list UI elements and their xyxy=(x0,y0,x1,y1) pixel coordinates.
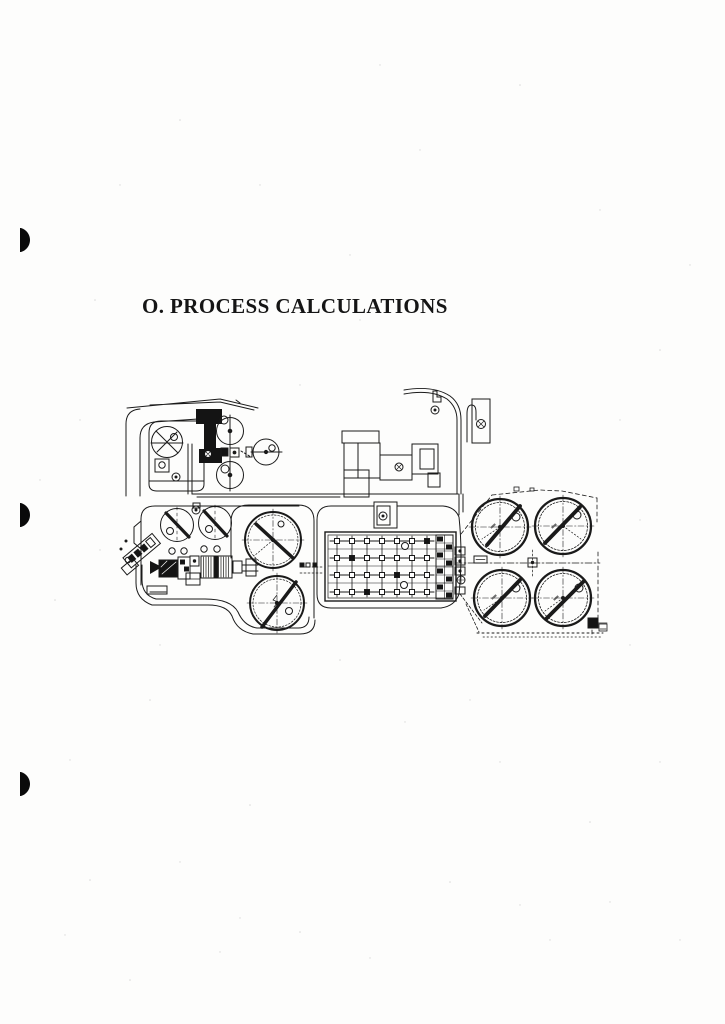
fence-lines xyxy=(459,486,599,633)
outbuilding xyxy=(430,390,491,444)
access-road xyxy=(403,388,477,516)
lower-enclosure-roads xyxy=(133,505,316,635)
section-divider-line xyxy=(191,493,459,498)
headworks-screen xyxy=(119,532,162,576)
speckle-noise xyxy=(39,64,691,981)
digester-tanks xyxy=(216,414,283,492)
fence-tick-lines xyxy=(476,632,604,638)
page-title: O. PROCESS CALCULATIONS xyxy=(142,294,448,318)
primary-clarifiers xyxy=(230,504,315,634)
grit-tanks xyxy=(160,502,232,544)
top-left-tank-group xyxy=(148,420,205,492)
secondary-clarifiers xyxy=(468,494,595,630)
aeration-basin xyxy=(316,501,462,609)
corner-structure xyxy=(587,617,608,635)
pump-building xyxy=(187,409,222,495)
flow-splitter-structures xyxy=(454,546,601,595)
punch-hole-mark xyxy=(20,503,31,527)
operations-buildings xyxy=(341,430,441,498)
punch-hole-mark xyxy=(20,228,31,252)
punch-hole-mark xyxy=(20,772,31,796)
